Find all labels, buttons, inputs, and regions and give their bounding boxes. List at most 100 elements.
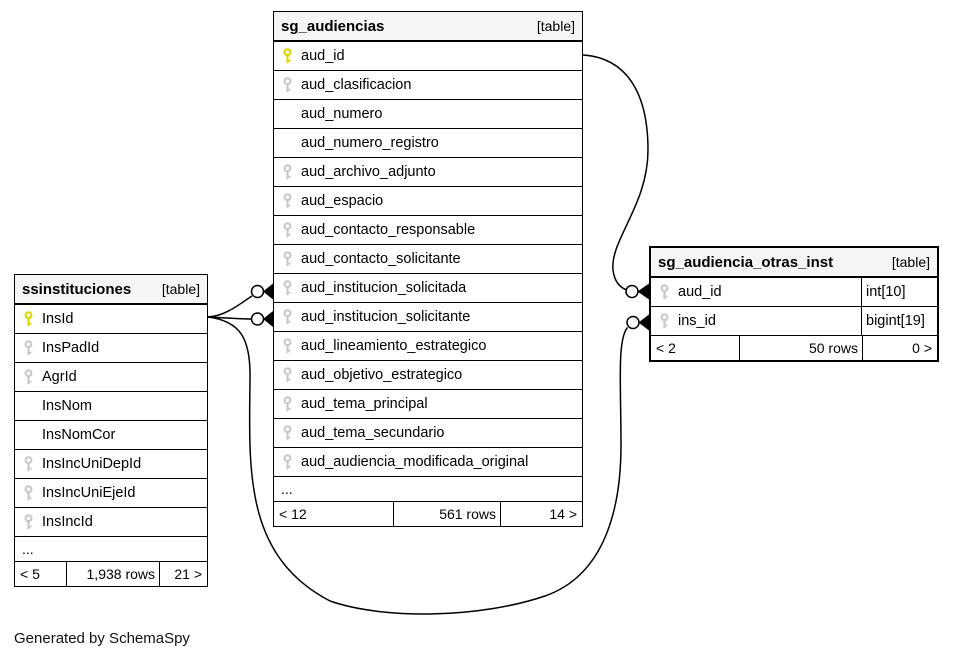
column-row: InsIncUniDepId [15, 450, 207, 479]
table-footer: < 2 50 rows 0 > [651, 336, 937, 360]
table-tag: [table] [891, 254, 930, 270]
index-key-icon [282, 280, 293, 296]
column-row: AgrId [15, 363, 207, 392]
index-key-icon [282, 309, 293, 325]
column-row: aud_institucion_solicitante [274, 303, 582, 332]
column-type: bigint[19] [861, 307, 937, 335]
column-row: InsIncId [15, 508, 207, 537]
column-row: aud_audiencia_modificada_original [274, 448, 582, 477]
parents-count[interactable]: 21 > [174, 566, 202, 582]
column-name: aud_archivo_adjunto [301, 164, 436, 180]
column-row: InsNom [15, 392, 207, 421]
index-key-icon [282, 396, 293, 412]
fk-line-insid-to-solicitante [207, 311, 273, 327]
table-footer: < 5 1,938 rows 21 > [15, 562, 207, 586]
index-key-icon [23, 369, 34, 385]
column-name: aud_id [678, 284, 722, 300]
fk-line-insid-to-solicitada [207, 283, 273, 318]
table-sg-audiencias[interactable]: sg_audiencias [table] aud_id aud_clasifi… [273, 11, 583, 527]
column-name: aud_numero [301, 106, 383, 122]
index-key-icon [23, 485, 34, 501]
column-row: aud_numero_registro [274, 129, 582, 158]
parents-count[interactable]: 0 > [912, 340, 932, 356]
column-name: aud_lineamiento_estrategico [301, 338, 487, 354]
index-key-icon [282, 251, 293, 267]
column-name: InsIncId [42, 514, 93, 530]
generated-by-note: Generated by SchemaSpy [14, 630, 190, 647]
no-key-spacer [23, 398, 34, 414]
row-count: 561 rows [394, 502, 501, 526]
column-name: InsIncUniDepId [42, 456, 142, 472]
column-row: ins_id bigint[19] [651, 307, 937, 336]
column-name: InsIncUniEjeId [42, 485, 136, 501]
table-header[interactable]: sg_audiencias [table] [274, 12, 582, 42]
table-name[interactable]: ssinstituciones [22, 280, 132, 298]
children-count[interactable]: < 2 [651, 336, 740, 360]
ellipsis-row: ... [15, 537, 207, 562]
row-count: 1,938 rows [67, 562, 160, 586]
table-name[interactable]: sg_audiencias [281, 17, 385, 35]
column-name: InsNom [42, 398, 92, 414]
column-name: aud_tema_principal [301, 396, 428, 412]
column-name: aud_numero_registro [301, 135, 439, 151]
index-key-icon [23, 340, 34, 356]
table-header[interactable]: sg_audiencia_otras_inst [table] [651, 248, 937, 278]
column-name: InsPadId [42, 340, 100, 356]
no-key-spacer [282, 135, 293, 151]
index-key-icon [282, 77, 293, 93]
column-row: aud_id [274, 42, 582, 71]
row-count: 50 rows [740, 336, 863, 360]
table-tag: [table] [161, 281, 200, 297]
table-name[interactable]: sg_audiencia_otras_inst [658, 253, 834, 271]
primary-key-icon [23, 311, 34, 327]
column-name: aud_clasificacion [301, 77, 412, 93]
index-key-icon [659, 313, 670, 329]
index-key-icon [23, 456, 34, 472]
table-sg-audiencia-otras-inst[interactable]: sg_audiencia_otras_inst [table] aud_id i… [649, 246, 939, 362]
column-row: aud_numero [274, 100, 582, 129]
column-name: ins_id [678, 313, 716, 329]
column-name: aud_tema_secundario [301, 425, 445, 441]
fk-line-audid-to-otras-audid [582, 54, 649, 300]
column-name: aud_objetivo_estrategico [301, 367, 463, 383]
index-key-icon [282, 164, 293, 180]
column-row: aud_tema_secundario [274, 419, 582, 448]
column-name: aud_contacto_solicitante [301, 251, 461, 267]
column-row: aud_tema_principal [274, 390, 582, 419]
column-row: aud_id int[10] [651, 278, 937, 307]
table-header[interactable]: ssinstituciones [table] [15, 275, 207, 305]
index-key-icon [282, 425, 293, 441]
index-key-icon [282, 222, 293, 238]
column-row: InsPadId [15, 334, 207, 363]
column-row: aud_contacto_responsable [274, 216, 582, 245]
children-count[interactable]: < 5 [15, 562, 67, 586]
index-key-icon [282, 454, 293, 470]
primary-key-icon [282, 48, 293, 64]
ellipsis-row: ... [274, 477, 582, 502]
parents-count[interactable]: 14 > [549, 506, 577, 522]
column-name: aud_audiencia_modificada_original [301, 454, 529, 470]
column-row: InsIncUniEjeId [15, 479, 207, 508]
column-name: aud_id [301, 48, 345, 64]
column-row: aud_institucion_solicitada [274, 274, 582, 303]
column-row: InsNomCor [15, 421, 207, 450]
column-name: InsNomCor [42, 427, 116, 443]
index-key-icon [282, 338, 293, 354]
index-key-icon [282, 193, 293, 209]
column-type: int[10] [861, 278, 937, 306]
column-row: aud_archivo_adjunto [274, 158, 582, 187]
column-name: aud_espacio [301, 193, 384, 209]
column-row: InsId [15, 305, 207, 334]
table-footer: < 12 561 rows 14 > [274, 502, 582, 526]
index-key-icon [23, 514, 34, 530]
column-row: aud_lineamiento_estrategico [274, 332, 582, 361]
table-tag: [table] [536, 18, 575, 34]
column-row: aud_clasificacion [274, 71, 582, 100]
table-ssinstituciones[interactable]: ssinstituciones [table] InsId InsPadId A… [14, 274, 208, 587]
children-count[interactable]: < 12 [274, 502, 394, 526]
column-row: aud_contacto_solicitante [274, 245, 582, 274]
no-key-spacer [282, 106, 293, 122]
column-name: aud_institucion_solicitada [301, 280, 467, 296]
column-row: aud_objetivo_estrategico [274, 361, 582, 390]
